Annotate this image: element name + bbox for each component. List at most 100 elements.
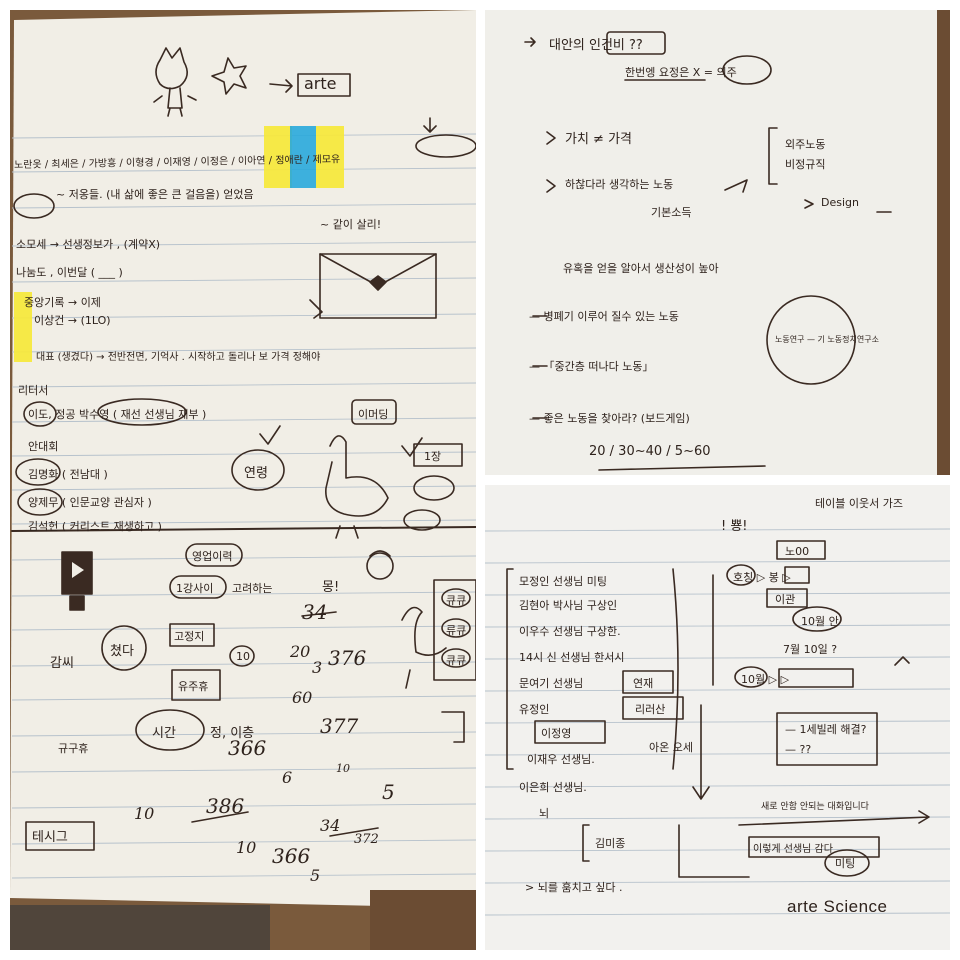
boxed-word: 연령: [244, 466, 268, 481]
header-arte: arte: [304, 74, 337, 93]
tag-label: 아온 오세: [649, 741, 693, 754]
note-row: 대표 (생겼다) → 전반전면, 기억사 . 시작하고 돌리나 보 가격 정해야: [36, 352, 321, 363]
list-item: 14시 신 선생님 한서시: [519, 651, 625, 664]
note-line: 20 / 30~40 / 5~60: [589, 444, 711, 459]
stack-item: 큐큐: [446, 594, 467, 607]
number: 377: [320, 714, 359, 738]
side-note: Design: [821, 196, 859, 209]
list-item: 문여기 선생님: [519, 677, 584, 690]
exclaim: 몽!: [322, 580, 340, 595]
number: 5: [382, 780, 395, 804]
number: 372: [354, 832, 379, 847]
list-item: 김명화 ( 전남대 ): [28, 468, 108, 481]
label-left: 감씨: [50, 656, 74, 671]
box-label: 연재: [633, 677, 654, 690]
exclaim: ! 뿅!: [721, 519, 748, 534]
number: 60: [292, 688, 313, 707]
footer-note: > 뇌를 훔치고 싶다 .: [525, 881, 623, 894]
number: 6: [282, 768, 293, 787]
list-item: 이은희 선생님.: [519, 781, 587, 794]
note-line: 대안의 인건비 ??: [549, 38, 643, 53]
list-item: 모정인 선생님 미팅: [519, 575, 607, 588]
list-item: 김현아 박사님 구상인: [519, 599, 618, 612]
box-label: 이렇게 선생님 감다: [753, 844, 833, 855]
note-line: 기본소득: [651, 206, 692, 219]
box-label: 노00: [785, 545, 810, 558]
circle-label: 시간: [152, 726, 176, 741]
note-row: ~ 같이 살리!: [320, 218, 382, 231]
circle-label: 미팅: [835, 857, 856, 870]
number: 10: [134, 804, 155, 823]
circle-label: 쳤다: [110, 644, 134, 659]
flow-item: 이관: [775, 593, 796, 606]
box-label: 1장: [424, 450, 442, 463]
letter-label: 뇌: [539, 807, 550, 820]
top-note: 테이블 이웃서 가즈: [815, 497, 903, 510]
list-item: 양제무 ( 인문교양 관심자 ): [28, 496, 152, 509]
list-item: 유정인: [519, 703, 550, 716]
note-line: 한번엥 요정은 X = 의주: [625, 66, 737, 79]
list-item: 김석헌 ( 커리스트 재생하고 ): [28, 520, 162, 533]
note-line: — 「중간층 떠나다 노동」: [529, 360, 654, 373]
number: 366: [228, 736, 267, 760]
question-line: — ??: [785, 743, 812, 756]
top-right-notebook-drawing: [485, 10, 950, 475]
circle-number: 10: [236, 650, 250, 663]
number: 386: [206, 794, 245, 818]
stack-item: 큐큐: [446, 654, 467, 667]
note-line: — 병폐기 이루어 질수 있는 노동: [529, 310, 679, 323]
flow-item: 10월 ▷ ▷: [741, 673, 790, 686]
pill-top: 영업이력: [192, 550, 233, 563]
tiny-label: 규구휴: [58, 742, 89, 755]
number: 34: [320, 816, 341, 835]
list-item: 이정영: [541, 727, 572, 740]
circle-note: 노동연구 — 기 노동정치연구소: [775, 335, 879, 344]
list-item: 이우수 선생님 구상한.: [519, 625, 621, 638]
box-label: 고정지: [174, 630, 205, 643]
box-label: 리러산: [635, 703, 666, 716]
question-line: — 1세빌레 해결?: [785, 723, 867, 736]
note-line: 유혹을 얻을 알아서 생산성이 높아: [563, 262, 719, 275]
side-note: 비정규직: [785, 158, 826, 171]
number: 366: [272, 844, 311, 868]
flow-item: 10월 안: [801, 615, 839, 628]
note-line: 가치 ≠ 가격: [565, 132, 632, 147]
blue-highlight: [290, 126, 316, 188]
number: 10: [336, 762, 350, 775]
aside-text: 고려하는: [232, 582, 273, 595]
flow-item: 호칭 ▷ 봉 ▷: [733, 571, 791, 584]
list-item: 안대회: [28, 440, 59, 453]
note-row: 중앙기록 → 이제: [24, 296, 101, 309]
list-item: 이재우 선생님.: [527, 753, 595, 766]
number: 3: [312, 658, 323, 677]
bottom-right-notebook-photo: 테이블 이웃서 가즈 ! 뿅! 모정인 선생님 미팅 김현아 박사님 구상인 이…: [485, 485, 950, 950]
side-note: 외주노동: [785, 138, 826, 151]
brand-signature: arte Science: [787, 897, 888, 916]
bracket-label: 김미종: [595, 837, 626, 850]
top-right-notebook-photo: 대안의 인건비 ?? 한번엥 요정은 X = 의주 가치 ≠ 가격 하찮다라 생…: [485, 10, 950, 475]
box-bottom-left: 테시그: [32, 830, 68, 845]
small-note: 새로 안함 안되는 대화입니다: [761, 802, 869, 812]
stack-item: 류큐: [446, 624, 467, 637]
note-line: 하찮다라 생각하는 노동: [565, 178, 674, 191]
note-line: — 좋은 노동을 찾아라? (보드게임): [529, 412, 690, 425]
note-row: ~ 저옹들. (내 삶에 좋은 큰 걸음을) 얻었음: [56, 188, 254, 201]
number: 5: [310, 866, 321, 885]
note-row: 나눔도 , 이번달 ( ___ ): [16, 266, 123, 279]
note-row: 소모세 → 선생정보가 , (계약X): [16, 238, 161, 251]
number: 34: [302, 600, 328, 624]
number: 10: [236, 838, 257, 857]
left-notebook-drawing: [10, 10, 476, 950]
yellow-highlight: [14, 292, 32, 362]
number: 376: [328, 646, 367, 670]
bottom-text: 정, 이층: [210, 726, 255, 741]
bubble-tag: 이머딩: [358, 408, 389, 421]
list-item: 이도, 정공 박수영 ( 재선 선생님 재부 ): [28, 408, 207, 421]
yellow-highlight: [264, 126, 292, 188]
number: 20: [290, 642, 311, 661]
left-notebook-photo: arte 노란옷 / 최세은 / 가방흥 / 이형경 / 이재영 / 이정은 /…: [10, 10, 476, 950]
flow-item: 7월 10일 ?: [783, 643, 838, 656]
note-row: 이상건 → (1LO): [34, 314, 111, 327]
bottom-right-notebook-drawing: [485, 485, 950, 950]
